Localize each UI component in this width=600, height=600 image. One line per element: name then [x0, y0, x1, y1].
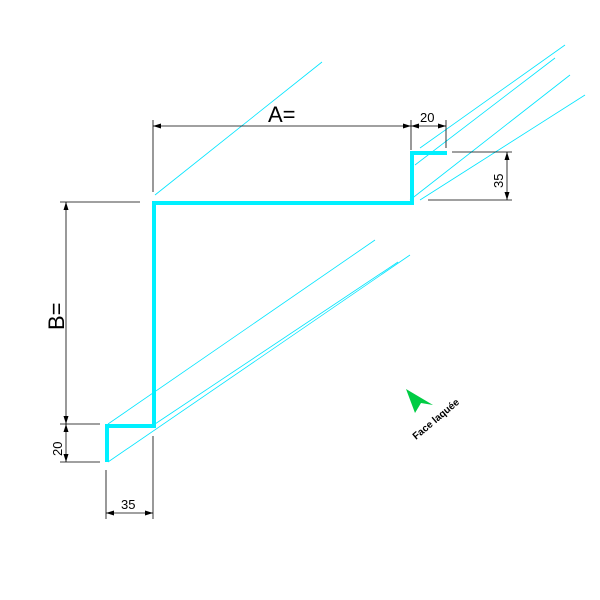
projection-line-1	[154, 61, 323, 196]
dimension-top-return-label: 20	[420, 110, 434, 125]
projection-line-3	[409, 74, 571, 201]
dimension-top-rise: 35	[428, 151, 512, 201]
projection-line-6	[107, 239, 376, 425]
dimension-b: B=	[44, 201, 140, 425]
projection-lines	[107, 44, 586, 463]
dimension-bottom-width: 35	[105, 436, 154, 519]
dimension-bottom-return: 20	[50, 424, 100, 463]
projection-line-2	[419, 44, 566, 149]
projection-line-8	[107, 254, 411, 463]
coated-face-marker: Face laquée	[406, 389, 462, 442]
projection-line-4	[419, 94, 586, 201]
dimension-bottom-return-label: 20	[50, 442, 65, 456]
dimension-top-return: 20	[411, 110, 447, 148]
dimension-a: A=	[152, 102, 412, 192]
projection-line-7	[154, 261, 399, 425]
dimension-top-rise-label: 35	[491, 174, 506, 188]
projection-line-5	[414, 57, 556, 166]
sheet-metal-profile	[105, 151, 447, 462]
dimension-b-label: B=	[44, 302, 69, 330]
dimension-a-label: A=	[268, 102, 296, 127]
dimension-bottom-width-label: 35	[121, 497, 135, 512]
arrow-pointer-icon	[406, 389, 433, 413]
